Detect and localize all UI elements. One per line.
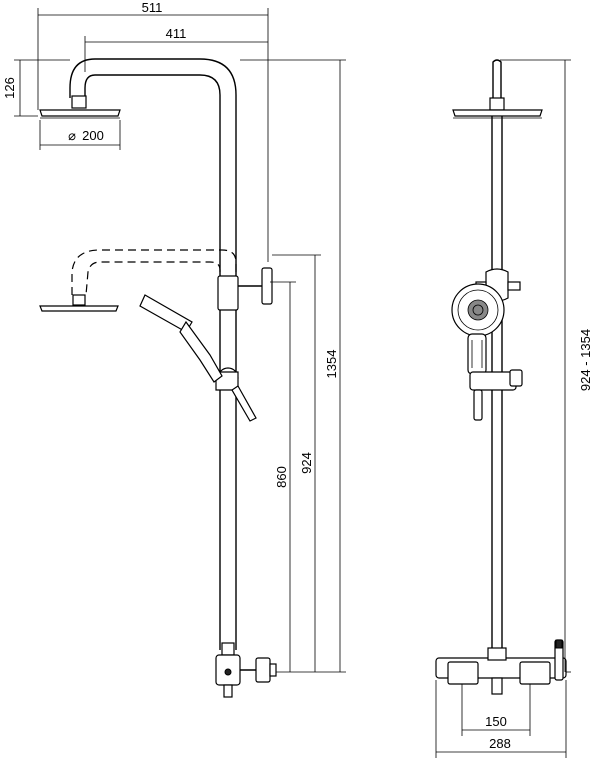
dim-mixer-width: 288 bbox=[489, 736, 511, 751]
dim-height-range: 924 - 1354 bbox=[578, 329, 593, 391]
dim-head-height: 126 bbox=[2, 77, 17, 99]
dim-handshower-height: 860 bbox=[274, 466, 289, 488]
height-clamp bbox=[217, 267, 273, 311]
overhead-shower-head bbox=[39, 95, 121, 119]
dim-height-min: 924 bbox=[299, 452, 314, 474]
dimension-lines bbox=[14, 8, 571, 758]
dim-height-max: 1354 bbox=[324, 350, 339, 379]
front-mixer bbox=[435, 639, 567, 695]
front-view bbox=[435, 59, 567, 695]
side-mixer bbox=[215, 642, 277, 698]
lowered-arm-dashed bbox=[39, 249, 237, 312]
hand-shower bbox=[139, 294, 257, 422]
dim-arm-length: 411 bbox=[166, 26, 187, 41]
front-overhead-head bbox=[452, 109, 543, 119]
dimension-labels: 511 411 126 ⌀ 200 1354 924 860 924 - 135… bbox=[2, 0, 593, 751]
front-top-arm bbox=[489, 59, 505, 111]
riser-pipe bbox=[69, 58, 237, 650]
front-slider bbox=[469, 369, 523, 421]
front-hand-shower bbox=[451, 283, 505, 375]
dim-head-diameter: 200 bbox=[82, 128, 104, 143]
dim-inlet-spacing: 150 bbox=[485, 714, 507, 729]
dim-total-width: 511 bbox=[142, 0, 163, 15]
dim-diameter-symbol: ⌀ bbox=[68, 128, 76, 143]
side-view bbox=[39, 58, 277, 698]
